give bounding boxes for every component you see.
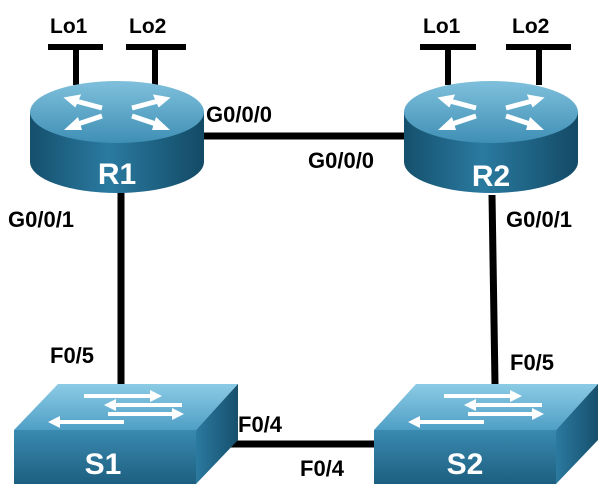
router-icon [404, 81, 578, 193]
r2-g0-0-0-label: G0/0/0 [308, 148, 374, 173]
s2-f0-4-label: F0/4 [300, 456, 345, 481]
s1-f0-4-label: F0/4 [238, 412, 283, 437]
r1-loopbacks: Lo1 Lo2 [48, 15, 186, 85]
r2-g0-0-1-label: G0/0/1 [506, 207, 572, 232]
s2-f0-5-label: F0/5 [510, 350, 554, 375]
r2-name-label: R2 [472, 160, 510, 193]
switch-s2[interactable]: S2 [374, 384, 598, 484]
r1-lo2-label: Lo2 [129, 15, 166, 38]
router-r1[interactable]: R1 [30, 81, 204, 193]
r2-lo1-label: Lo1 [423, 15, 461, 38]
s2-name-label: S2 [447, 448, 484, 481]
r1-lo1-label: Lo1 [50, 15, 88, 38]
r1-name-label: R1 [98, 158, 136, 191]
switch-s1[interactable]: S1 [14, 384, 238, 484]
router-r2[interactable]: R2 [404, 81, 578, 193]
r2-lo2-label: Lo2 [512, 15, 549, 38]
s1-f0-5-label: F0/5 [50, 343, 94, 368]
r1-g0-0-1-label: G0/0/1 [8, 207, 74, 232]
switch-icon [374, 384, 598, 484]
link-r2-s2 [488, 194, 499, 385]
r1-g0-0-0-label: G0/0/0 [206, 102, 272, 127]
r2-loopbacks: Lo1 Lo2 [420, 15, 571, 85]
router-icon [30, 81, 204, 193]
switch-icon [14, 384, 238, 484]
s1-name-label: S1 [85, 448, 122, 481]
